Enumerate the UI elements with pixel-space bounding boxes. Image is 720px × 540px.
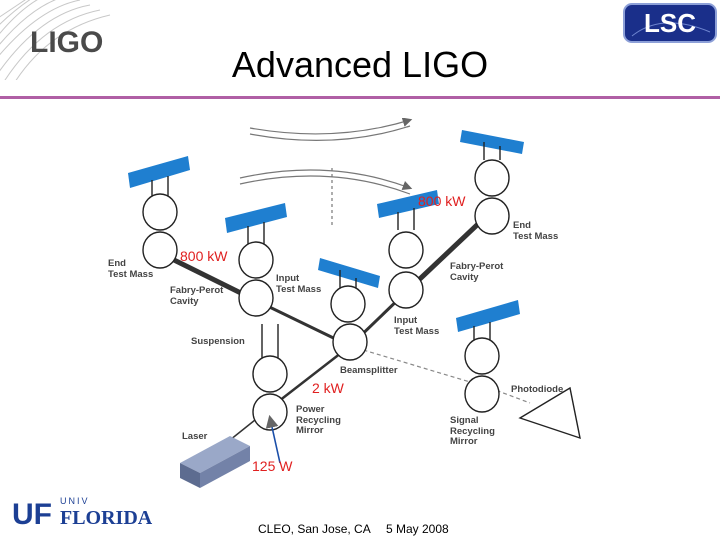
laser-box — [180, 436, 250, 488]
label-signal-recycling: Signal Recycling Mirror — [450, 415, 495, 447]
label-beamsplitter: Beamsplitter — [340, 365, 398, 376]
input-test-mass-right — [388, 208, 424, 309]
label-fabry-perot-right: Fabry-Perot Cavity — [450, 261, 504, 283]
page-title: Advanced LIGO — [231, 44, 489, 85]
footer-venue: CLEO, San Jose, CA — [258, 522, 371, 536]
suspension-plate-end-left — [128, 156, 190, 188]
label-fabry-perot-left: Fabry-Perot Cavity — [170, 285, 224, 307]
power-label-laser: 125 W — [252, 458, 293, 474]
uf-logo-name: FLORIDA — [60, 507, 153, 529]
laser-power-pointer — [265, 414, 281, 464]
power-label-arm-x: 800 kW — [418, 193, 466, 209]
power-label-arm-y: 800 kW — [180, 248, 228, 264]
suspension-plate-input-left — [225, 203, 287, 233]
beamsplitter-optic — [330, 270, 368, 361]
label-input-mass-left: Input Test Mass — [276, 273, 322, 295]
end-test-mass-left — [142, 176, 178, 269]
power-label-recycled: 2 kW — [312, 380, 344, 396]
label-suspension: Suspension — [191, 336, 245, 347]
suspension-plate-beamsplitter — [318, 258, 380, 288]
strain-arrows — [239, 118, 413, 228]
label-laser: Laser — [182, 431, 208, 442]
suspension-plate-input-right — [377, 190, 439, 218]
suspension-plate-end-right — [460, 130, 524, 154]
optic-towers — [142, 142, 510, 431]
photodiode-icon — [518, 386, 581, 440]
lsc-logo: LSC — [623, 3, 717, 43]
label-photodiode: Photodiode — [511, 384, 564, 395]
label-end-mass-left: End Test Mass — [108, 258, 154, 280]
interferometer-diagram — [128, 118, 581, 488]
signal-recycling-tower — [464, 322, 500, 413]
uf-logo-top: UNIV — [60, 496, 90, 506]
uf-logo: UF UNIV FLORIDA — [12, 496, 153, 530]
uf-logo-mark: UF — [12, 498, 52, 530]
label-input-mass-right: Input Test Mass — [394, 315, 440, 337]
input-test-mass-left — [238, 222, 274, 317]
footer-date: 5 May 2008 — [386, 522, 449, 536]
label-power-recycling: Power Recycling Mirror — [296, 404, 341, 436]
ligo-logo: LIGO — [0, 0, 111, 80]
end-test-mass-right — [474, 142, 510, 235]
ligo-logo-text: LIGO — [30, 26, 103, 59]
power-recycling-tower — [252, 324, 288, 431]
suspension-plates — [128, 130, 524, 332]
title-divider — [0, 96, 720, 99]
lsc-logo-text: LSC — [644, 8, 696, 38]
label-end-mass-right: End Test Mass — [513, 220, 559, 242]
suspension-plate-signal — [456, 300, 520, 332]
